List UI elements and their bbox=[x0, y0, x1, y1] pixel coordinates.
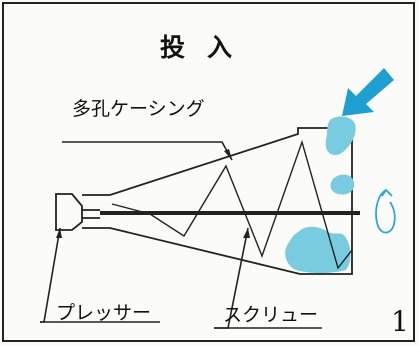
casing-label: 多孔ケーシング bbox=[72, 98, 205, 120]
rotation-icon bbox=[375, 188, 396, 234]
diagram-frame bbox=[2, 2, 415, 342]
screw-leader-arrowhead bbox=[243, 228, 250, 238]
presser-leader-arrowhead bbox=[56, 228, 62, 238]
page-number: 1 bbox=[391, 305, 409, 338]
material-blobs bbox=[285, 116, 356, 273]
diagram-title: 投入 bbox=[160, 33, 255, 62]
presser-label: プレッサー bbox=[56, 302, 152, 324]
casing-leader-arrowhead bbox=[224, 149, 232, 160]
feed-arrow-icon bbox=[342, 68, 394, 116]
casing-leader-line bbox=[62, 141, 233, 161]
screw-label: スクリュー bbox=[223, 304, 319, 326]
presser-plug bbox=[55, 193, 83, 231]
